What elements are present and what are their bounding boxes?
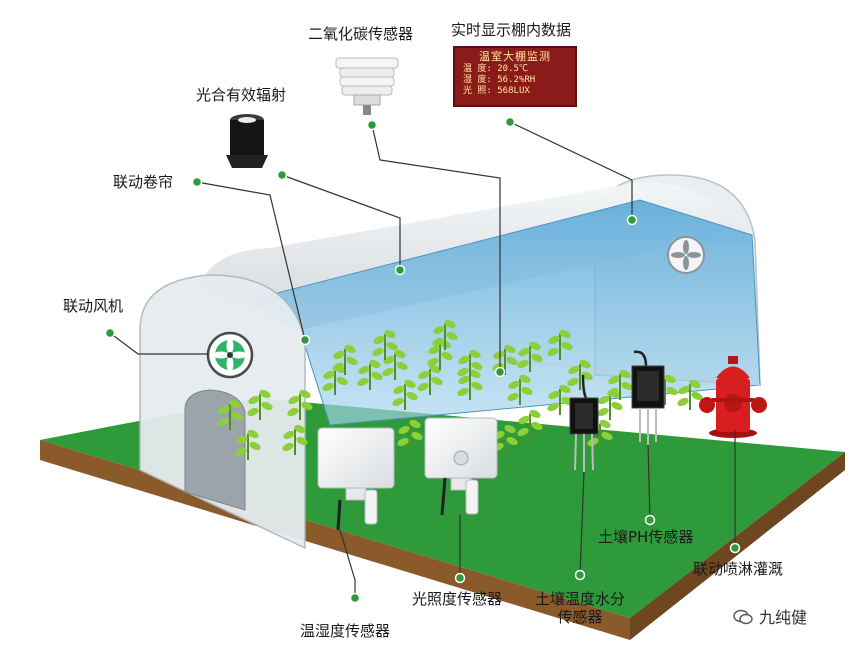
seedling	[492, 344, 518, 375]
seedling	[397, 419, 423, 450]
label-sprinkler: 联动喷淋灌溉	[693, 560, 784, 578]
greenhouse-structure	[139, 174, 761, 550]
soil-temp-moisture-probe-device	[569, 374, 599, 472]
temp-humidity-sensor-device	[317, 427, 395, 531]
led-row-label: 湿 度:	[463, 75, 492, 85]
leader-dot-display-b	[626, 214, 638, 226]
co2-sensor-device	[335, 57, 399, 115]
seedling	[392, 379, 418, 410]
seedling	[457, 369, 483, 400]
leader-display	[509, 121, 633, 220]
seedling	[677, 379, 703, 410]
led-row-label: 温 度:	[463, 64, 492, 74]
leader-dot-co2-b	[494, 366, 506, 378]
seedling	[372, 329, 398, 360]
watermark: 九纯健	[733, 604, 807, 628]
leader-dots	[104, 116, 741, 604]
leader-dot-curtain	[191, 176, 203, 188]
leader-dot-soil-ph	[644, 514, 656, 526]
seedling	[427, 339, 453, 370]
par-radiation-sensor-device	[226, 114, 268, 168]
leader-soil-temp	[579, 471, 585, 576]
label-fan: 联动风机	[63, 297, 124, 315]
seedling	[282, 424, 308, 455]
leader-dot-par	[276, 169, 288, 181]
label-soil-ph: 土壤PH传感器	[598, 528, 694, 546]
seedling	[547, 329, 573, 360]
seedling	[417, 364, 443, 395]
wechat-icon	[733, 609, 753, 625]
seedling	[432, 319, 458, 350]
label-soil-temp-moisture-line1: 土壤温度水分	[535, 590, 626, 608]
seedling	[517, 409, 543, 440]
led-data-display: 温室大棚监测 温 度: 20.5℃ 湿 度: 56.2%RH 光 照: 568L…	[453, 46, 577, 107]
label-light-sensor: 光照度传感器	[412, 590, 503, 608]
leader-lines	[109, 121, 736, 598]
seedling	[247, 389, 273, 420]
leader-temp-hum	[339, 529, 356, 598]
leader-dot-co2	[366, 119, 378, 131]
seedling	[235, 429, 261, 460]
seedling	[217, 399, 243, 430]
sprinkler-hydrant-icon	[699, 356, 767, 438]
seedling	[457, 349, 483, 380]
led-row-value: 568LUX	[497, 86, 530, 96]
seedling	[517, 341, 543, 372]
label-display-title: 实时显示棚内数据	[451, 21, 572, 39]
seedling	[357, 359, 383, 390]
leader-par	[281, 174, 401, 270]
seedling	[287, 389, 313, 420]
front-fan-icon	[206, 331, 254, 379]
seedling	[507, 374, 533, 405]
seedling	[607, 369, 633, 400]
leader-dot-par-b	[394, 264, 406, 276]
label-co2-sensor: 二氧化碳传感器	[308, 25, 414, 43]
soil-ph-probe-device	[631, 350, 665, 445]
seedling	[322, 364, 348, 395]
leader-co2	[371, 124, 501, 372]
led-row-light: 光 照: 568LUX	[455, 86, 575, 97]
led-row-value: 20.5℃	[497, 64, 528, 74]
led-row-value: 56.2%RH	[497, 75, 536, 85]
leader-curtain	[196, 181, 306, 341]
leader-dot-soil-temp	[574, 569, 586, 581]
rear-fan-icon	[667, 236, 705, 274]
seedling	[332, 344, 358, 375]
label-soil-temp-moisture: 土壤温度水分 传感器	[535, 590, 625, 626]
leader-dot-light	[454, 572, 466, 584]
leader-dot-fan	[104, 327, 116, 339]
led-row-label: 光 照:	[463, 86, 492, 96]
leader-dot-display	[504, 116, 516, 128]
label-par-radiation: 光合有效辐射	[196, 86, 287, 104]
led-row-temperature: 温 度: 20.5℃	[455, 64, 575, 75]
label-soil-temp-moisture-line2: 传感器	[557, 608, 603, 626]
seedling	[382, 349, 408, 380]
leader-dot-sprinkler	[729, 542, 741, 554]
led-title: 温室大棚监测	[479, 50, 551, 63]
label-temp-humidity: 温湿度传感器	[300, 622, 391, 640]
led-row-humidity: 湿 度: 56.2%RH	[455, 75, 575, 86]
leader-fan	[109, 332, 208, 355]
light-sensor-device	[424, 417, 498, 516]
label-curtain: 联动卷帘	[113, 173, 174, 191]
leader-soil-ph	[647, 444, 651, 521]
leader-dot-temp-hum	[349, 592, 361, 604]
leader-dot-curtain-b	[299, 334, 311, 346]
watermark-text: 九纯健	[759, 608, 808, 627]
